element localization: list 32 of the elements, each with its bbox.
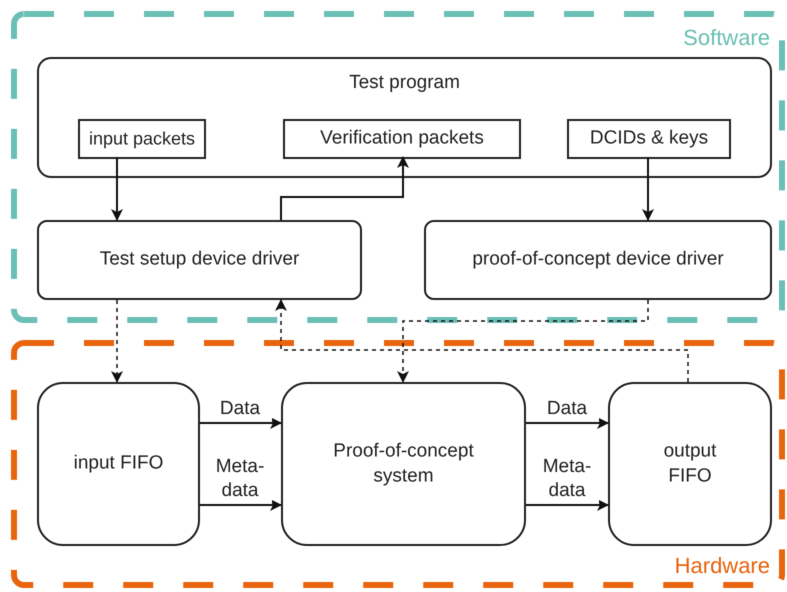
dashed-arrow [397, 300, 649, 383]
dashed-arrow [275, 299, 689, 382]
arrow [200, 499, 282, 511]
software-region [14, 14, 782, 320]
program-box [37, 57, 772, 178]
arrow [642, 157, 654, 221]
box-label: proof-of-concept device driver [471, 248, 725, 272]
driver-box [424, 220, 772, 300]
dashed-arrow [111, 300, 123, 383]
fifo-box [37, 382, 200, 546]
box-title: Test program [349, 71, 460, 95]
driver-box [37, 220, 362, 300]
region-label: Software [683, 24, 770, 52]
box-label: input packets [88, 127, 196, 150]
data-box [283, 119, 521, 159]
box-label: Test setup device driver [98, 248, 300, 272]
arrow [280, 156, 409, 220]
data-box [567, 119, 731, 159]
box-label: Proof-of-concept system [332, 439, 475, 488]
region-label: Hardware [674, 552, 770, 580]
hardware-region [14, 343, 782, 585]
fifo-box [608, 382, 772, 546]
arrow [200, 417, 282, 429]
arrow [526, 499, 609, 511]
arrow [111, 157, 123, 221]
arrow [526, 417, 609, 429]
data-box [78, 119, 206, 159]
box-label: Verification packets [319, 126, 485, 151]
system-box [281, 382, 526, 546]
box-label: output FIFO [662, 439, 718, 488]
box-label: input FIFO [74, 452, 164, 476]
box-label: DCIDs & keys [588, 126, 710, 151]
